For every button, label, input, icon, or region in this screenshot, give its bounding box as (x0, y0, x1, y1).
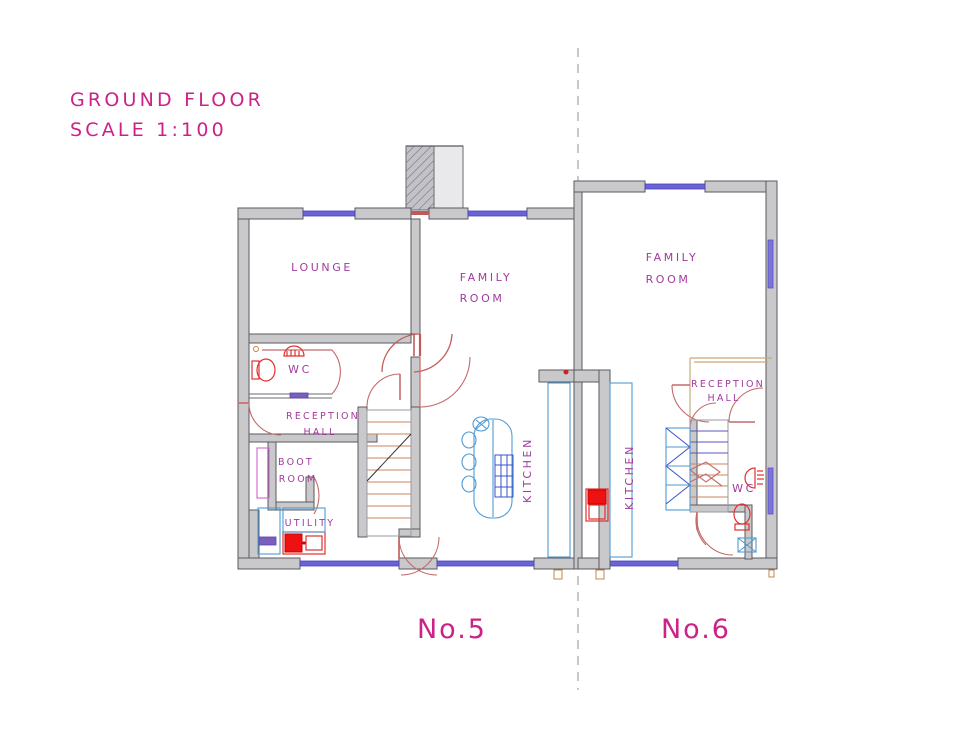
room-label-boot-room-line1: BOOT (278, 457, 314, 468)
title-ground-floor: GROUND FLOOR (70, 89, 264, 111)
title-block: GROUND FLOOR SCALE 1:100 (70, 89, 264, 141)
stair-break-line-no5 (366, 433, 412, 482)
threshold-markers (553, 569, 775, 580)
room-label-reception-right-line2: HALL (707, 393, 740, 404)
boot-room-fixtures (256, 447, 326, 555)
meter-cupboard-right (737, 537, 757, 553)
bar-stool-1 (461, 431, 477, 449)
wash-basin-right (744, 467, 756, 489)
window-wc-right-side (767, 467, 774, 515)
room-label-reception-left-line2: HALL (303, 427, 336, 438)
room-label-wc-right: WC (732, 482, 756, 495)
boot-room-closet (256, 447, 270, 499)
unit-labels: No.5 No.6 (417, 614, 731, 645)
room-label-family-right-line1: FAMILY (646, 251, 699, 264)
utility-appliance-small (258, 536, 277, 546)
island-worktop (473, 418, 513, 519)
room-label-wc-left: WC (288, 363, 312, 376)
staircase-no5 (366, 409, 412, 537)
window-kitchen-rear-left (436, 560, 535, 567)
unit-label-no5: No.5 (417, 614, 487, 645)
room-label-family-left-line1: FAMILY (460, 271, 513, 284)
room-label-lounge: LOUNGE (291, 261, 353, 274)
room-labels: LOUNGE WC RECEPTION HALL BOOT ROOM UTILI… (278, 251, 765, 529)
window-utility-rear (299, 560, 400, 567)
room-label-utility: UTILITY (285, 518, 336, 529)
room-label-reception-left-line1: RECEPTION (286, 411, 360, 422)
staircase-no6 (665, 419, 729, 546)
window-family-right-side (767, 239, 774, 289)
window-kitchen-rear-right (607, 560, 679, 567)
window-family-right-front (644, 183, 706, 190)
wc-left-fixtures (251, 345, 305, 382)
unit-label-no6: No.6 (661, 614, 731, 645)
title-scale: SCALE 1:100 (70, 119, 227, 141)
porch-projection (405, 145, 464, 211)
toilet-cistern-right (734, 523, 750, 531)
bar-stool-3 (461, 475, 477, 493)
window-family-front (467, 210, 528, 217)
wash-basin-left (283, 345, 305, 357)
window-lounge-front (302, 210, 356, 217)
wc-left-door-threshold (289, 392, 309, 399)
room-label-boot-room-line2: ROOM (279, 474, 318, 485)
utility-counter (257, 507, 281, 555)
understair-store (665, 427, 691, 511)
room-label-kitchen-left: KITCHEN (521, 437, 534, 503)
kitchen-island-no5 (461, 369, 571, 558)
unit-no6-doors (671, 384, 764, 556)
bar-stool-2 (461, 453, 477, 471)
kitchen-run-left (547, 382, 571, 558)
wc-right-fixtures (733, 467, 764, 553)
unit-no6-walls (573, 180, 778, 570)
kitchen-appliance-right (585, 488, 609, 522)
utility-worktop (282, 507, 326, 533)
room-label-family-right-line2: ROOM (646, 273, 691, 286)
front-door-no5 (411, 211, 429, 215)
room-label-family-left-line2: ROOM (460, 292, 505, 305)
kitchen-run-right (609, 382, 633, 558)
bar-stool-4 (472, 416, 490, 432)
toilet-cistern-left (251, 360, 260, 380)
utility-sink-bowl (305, 535, 323, 551)
toilet-pan-left (256, 358, 276, 382)
unit-no5-doors (238, 333, 471, 576)
room-label-reception-right-line1: RECEPTION (691, 379, 765, 390)
room-label-kitchen-right: KITCHEN (623, 444, 636, 510)
utility-washer (284, 533, 303, 553)
kitchen-fixtures-no6 (585, 382, 633, 558)
unit-no5-internal-walls (248, 218, 576, 559)
